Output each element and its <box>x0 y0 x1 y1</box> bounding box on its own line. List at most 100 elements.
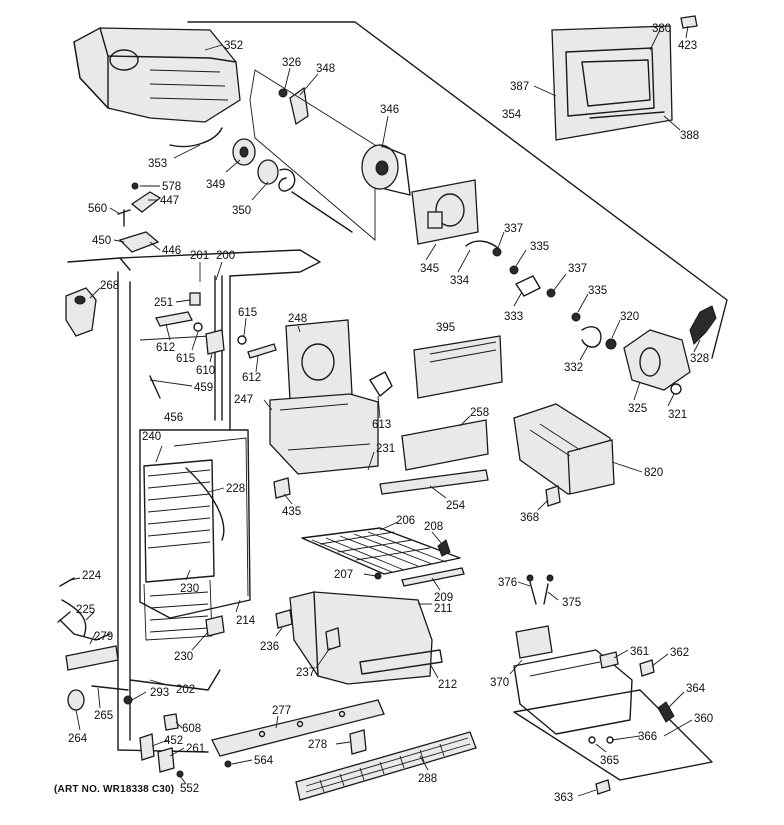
callout-346: 346 <box>380 104 399 116</box>
callout-337b: 337 <box>568 263 587 275</box>
callout-277: 277 <box>272 705 291 717</box>
callout-353: 353 <box>148 158 167 170</box>
callout-552: 552 <box>180 783 199 795</box>
callout-237: 237 <box>296 667 315 679</box>
callout-612a: 612 <box>156 342 175 354</box>
callout-423: 423 <box>678 40 697 52</box>
part-278 <box>349 729 367 755</box>
callout-387: 387 <box>510 81 529 93</box>
lower-hardware <box>139 713 232 778</box>
callout-361: 361 <box>630 646 649 658</box>
callout-348: 348 <box>316 63 335 75</box>
callout-200: 200 <box>216 250 235 262</box>
callout-258: 258 <box>470 407 489 419</box>
callout-820: 820 <box>644 467 663 479</box>
callout-numbers: 352 326 348 346 353 349 350 578 447 560 … <box>68 23 713 804</box>
lower-cabinet-parts <box>67 669 221 711</box>
callout-326: 326 <box>282 57 301 69</box>
machine-compartment <box>513 649 713 795</box>
callout-450: 450 <box>92 235 111 247</box>
callout-349: 349 <box>206 179 225 191</box>
callout-279: 279 <box>94 631 113 643</box>
callout-364: 364 <box>686 683 706 695</box>
callout-230a: 230 <box>180 583 199 595</box>
rail <box>65 645 119 671</box>
bracket-368 <box>545 485 561 507</box>
callout-335a: 335 <box>530 241 549 253</box>
callout-202: 202 <box>176 684 195 696</box>
fan-shroud <box>269 319 393 475</box>
callout-332: 332 <box>564 362 583 374</box>
auger-motor <box>361 144 411 196</box>
control-panel <box>413 335 503 399</box>
callout-230b: 230 <box>174 651 193 663</box>
ice-bucket <box>73 27 241 148</box>
callout-370: 370 <box>490 677 509 689</box>
callout-459: 459 <box>194 382 213 394</box>
callout-610: 610 <box>196 365 215 377</box>
callout-376: 376 <box>498 577 517 589</box>
callout-380: 380 <box>652 23 671 35</box>
callout-334: 334 <box>450 275 470 287</box>
callout-228: 228 <box>226 483 245 495</box>
callout-578: 578 <box>162 181 181 193</box>
callout-375: 375 <box>562 597 581 609</box>
callout-293: 293 <box>150 687 169 699</box>
callout-446: 446 <box>162 245 181 257</box>
dispenser-solenoid <box>623 305 717 395</box>
art-number-label: (ART NO. WR18338 C30) <box>54 784 175 795</box>
callout-214: 214 <box>236 615 256 627</box>
callout-254: 254 <box>446 500 466 512</box>
callout-288: 288 <box>418 773 437 785</box>
callout-363: 363 <box>554 792 573 804</box>
callout-207: 207 <box>334 569 353 581</box>
callout-447: 447 <box>160 195 179 207</box>
basket-hardware <box>205 609 341 651</box>
dispenser-door-frame <box>551 15 698 141</box>
ice-maker <box>513 403 615 495</box>
ice-bucket-support-parts <box>249 69 376 241</box>
callout-362: 362 <box>670 647 689 659</box>
drip-pan <box>379 419 489 495</box>
callout-208: 208 <box>424 521 443 533</box>
callout-366: 366 <box>638 731 657 743</box>
callout-368: 368 <box>520 512 539 524</box>
callout-337a: 337 <box>504 223 523 235</box>
cabinet-back-outline <box>187 21 728 359</box>
callout-352: 352 <box>224 40 243 52</box>
callout-615b: 615 <box>238 307 257 319</box>
callout-456: 456 <box>164 412 183 424</box>
slide-rail <box>211 699 385 757</box>
callout-613: 613 <box>372 419 391 431</box>
callout-268: 268 <box>100 280 119 292</box>
freezer-basket <box>289 591 443 685</box>
freezer-shelf <box>301 527 461 575</box>
clip-435 <box>273 477 291 499</box>
evaporator-cover <box>139 429 251 619</box>
callout-264: 264 <box>68 733 88 745</box>
callout-435: 435 <box>282 506 301 518</box>
callout-335b: 335 <box>588 285 607 297</box>
callout-333: 333 <box>504 311 523 323</box>
callout-612b: 612 <box>242 372 261 384</box>
callout-278: 278 <box>308 739 327 751</box>
callout-251: 251 <box>154 297 173 309</box>
callout-206: 206 <box>396 515 415 527</box>
light-socket <box>65 287 97 337</box>
callout-209: 209 <box>434 592 453 604</box>
callout-360: 360 <box>694 713 713 725</box>
callout-564: 564 <box>254 755 274 767</box>
callout-388: 388 <box>680 130 699 142</box>
motor-bracket <box>411 179 479 245</box>
callout-350: 350 <box>232 205 251 217</box>
callout-560: 560 <box>88 203 107 215</box>
callout-452: 452 <box>164 735 183 747</box>
compressor-relay <box>515 574 554 659</box>
callout-328: 328 <box>690 353 709 365</box>
callout-615a: 615 <box>176 353 195 365</box>
dispenser-linkage <box>465 240 617 350</box>
callout-248: 248 <box>288 313 307 325</box>
callout-211: 211 <box>434 603 452 615</box>
callout-236: 236 <box>260 641 279 653</box>
